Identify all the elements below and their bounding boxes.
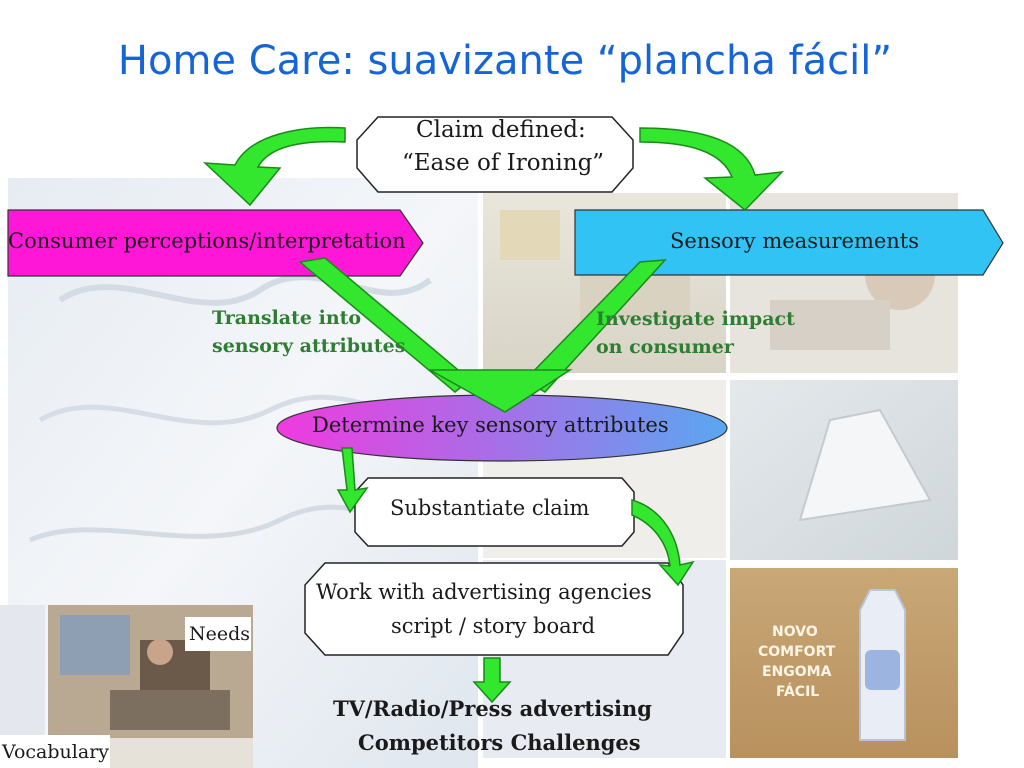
determine-label: Determine key sensory attributes <box>312 413 669 437</box>
slide-title: Home Care: suavizante “plancha fácil” <box>117 38 893 84</box>
vocabulary-label: Vocabulary <box>2 741 110 763</box>
needs-box <box>185 617 251 651</box>
vocab-photo <box>110 738 253 768</box>
claim-line1: Claim defined: <box>416 117 586 143</box>
arrow-work-to-advertising <box>472 657 512 704</box>
arrow-claim-to-sensory <box>639 127 784 212</box>
product-label-2: COMFORT <box>758 644 836 660</box>
claim-line2: “Ease of Ironing” <box>402 150 605 176</box>
advertising-line1: TV/Radio/Press advertising <box>333 696 652 721</box>
needs-label: Needs <box>189 623 251 645</box>
work-box <box>304 562 684 656</box>
product-photo <box>730 568 958 758</box>
vocabulary-box <box>0 735 110 768</box>
left-strip-photo <box>0 605 45 735</box>
product-label-4: FÁCIL <box>776 684 820 700</box>
advertising-line2: Competitors Challenges <box>358 730 641 755</box>
claim-box <box>356 116 634 193</box>
substantiate-label: Substantiate claim <box>390 496 590 520</box>
investigate-line1: Investigate impact <box>596 308 795 330</box>
arrow-determine-to-substantiate <box>336 447 369 514</box>
translate-line1: Translate into <box>212 307 362 329</box>
work-line2: script / story board <box>391 614 596 638</box>
consumer-label: Consumer perceptions/interpretation <box>8 229 406 253</box>
work-line1: Work with advertising agencies <box>316 580 652 604</box>
sensory-label: Sensory measurements <box>670 229 920 253</box>
arrow-claim-to-consumer <box>202 126 346 207</box>
product-label-1: NOVO <box>772 624 818 640</box>
product-label-3: ENGOMA <box>762 664 832 680</box>
sensory-box <box>574 209 1004 276</box>
translate-line2: sensory attributes <box>212 335 406 357</box>
arrow-combined-head <box>427 369 573 413</box>
investigate-line2: on consumer <box>596 336 734 358</box>
arrow-substantiate-to-work <box>631 498 695 587</box>
